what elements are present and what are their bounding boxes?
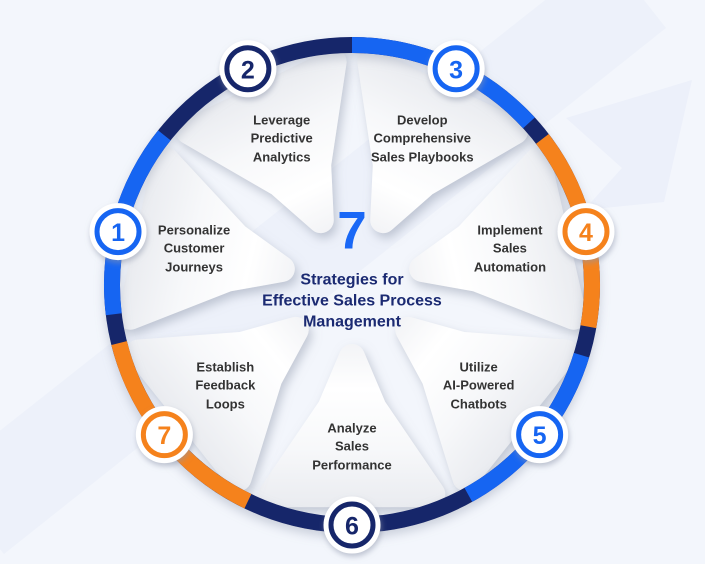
center-number: 7 (337, 201, 367, 261)
wedge-5 (395, 316, 579, 492)
wedge-7 (125, 316, 309, 492)
badge-ring (224, 45, 272, 93)
badge-number-4: 4 (579, 219, 593, 247)
badge-ring (328, 501, 376, 549)
badge-ring (562, 208, 610, 256)
badge-4: 4 (557, 203, 615, 261)
wedge-1 (117, 147, 295, 330)
badges-group: 1 2 3 4 5 6 7 (89, 40, 615, 554)
badge-ring (432, 45, 480, 93)
wedge-4 (409, 147, 587, 330)
badge-number-2: 2 (241, 56, 255, 84)
wedge-2 (175, 48, 347, 234)
wedges-group (117, 48, 587, 508)
badge-number-3: 3 (449, 56, 463, 84)
badge-5: 5 (511, 406, 569, 464)
badge-number-5: 5 (533, 422, 547, 450)
badge-number-1: 1 (111, 219, 125, 247)
center-heading: Strategies for Effective Sales Process M… (262, 271, 442, 331)
badge-ring (94, 208, 142, 256)
arrow-head-shape (566, 80, 692, 210)
badge-6: 6 (323, 496, 381, 554)
badge-2: 2 (219, 40, 277, 98)
badge-ring (140, 411, 188, 459)
badge-number-7: 7 (157, 422, 171, 450)
badge-7: 7 (135, 406, 193, 464)
badge-number-6: 6 (345, 513, 359, 541)
badge-ring (516, 411, 564, 459)
badge-3: 3 (427, 40, 485, 98)
wedge-3 (357, 48, 529, 234)
wedge-6 (258, 344, 446, 508)
badge-1: 1 (89, 203, 147, 261)
